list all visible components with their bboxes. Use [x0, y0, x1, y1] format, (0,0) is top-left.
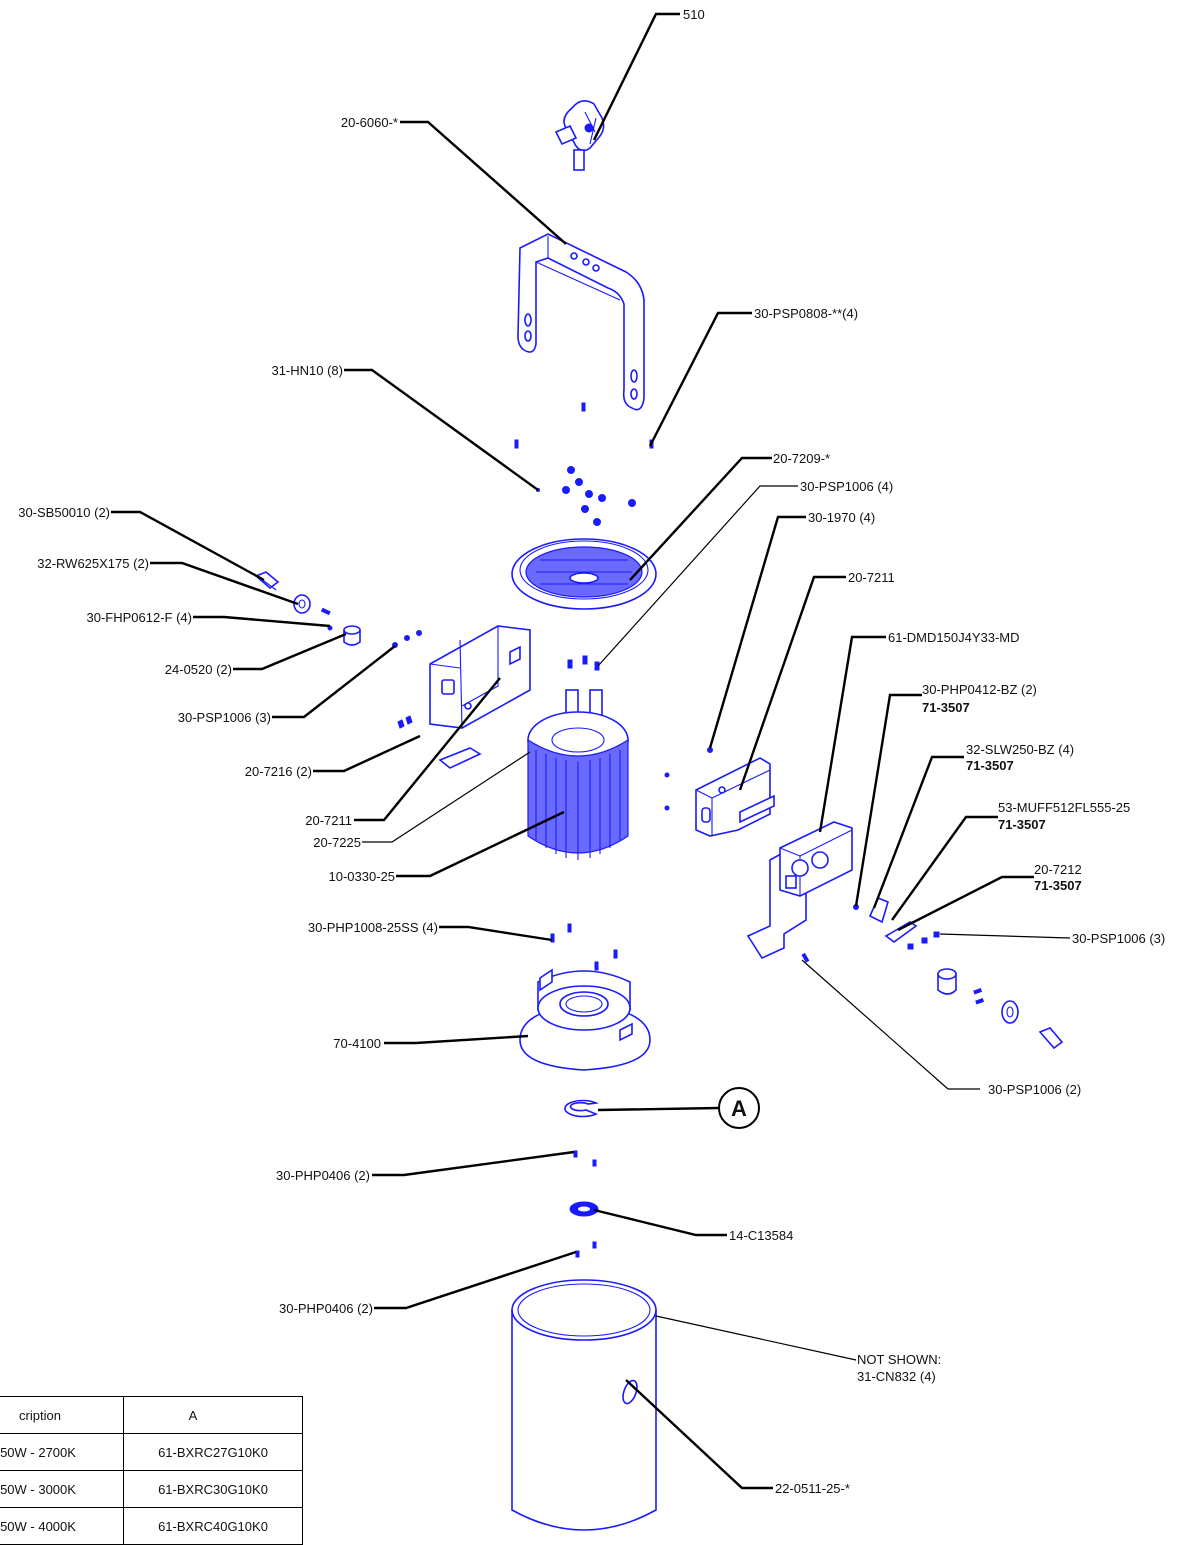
- label-20-7211-right: 20-7211: [848, 570, 895, 585]
- table-row: 50W - 3000K 61-BXRC30G10K0: [0, 1470, 303, 1508]
- label-30-php0412: 30-PHP0412-BZ (2): [922, 682, 1037, 697]
- cylinder-housing: [511, 1241, 657, 1531]
- label-10-0330: 10-0330-25: [329, 869, 396, 884]
- table-row: 50W - 4000K 61-BXRC40G10K0: [0, 1507, 303, 1545]
- left-bracket: [397, 625, 531, 769]
- driver-assembly: [746, 821, 940, 963]
- label-20-6060: 20-6060-*: [341, 115, 398, 130]
- yoke-clamp-510: [554, 100, 605, 171]
- lens-14-c13584: [569, 1150, 599, 1217]
- left-mount-hardware: [254, 571, 422, 648]
- label-61-dmd: 61-DMD150J4Y33-MD: [888, 630, 1020, 645]
- callout-a-bubble: [718, 1087, 760, 1129]
- label-30-psp1006-3-right: 30-PSP1006 (3): [1072, 931, 1165, 946]
- table-cell-part: 61-BXRC27G10K0: [123, 1433, 303, 1471]
- label-14-c13584: 14-C13584: [729, 1228, 793, 1243]
- label-31-cn832: 31-CN832 (4): [857, 1369, 936, 1384]
- label-53-muff: 53-MUFF512FL555-25: [998, 800, 1130, 815]
- label-20-7216: 20-7216 (2): [245, 764, 312, 779]
- base-housing-70-4100: [519, 923, 651, 1071]
- right-small-bracket: [664, 747, 775, 837]
- callout-a-label: A: [731, 1096, 747, 1121]
- table-cell-description: 50W - 2700K: [0, 1433, 124, 1471]
- yoke-bracket: [517, 233, 645, 411]
- label-71-3507-b: 71-3507: [966, 758, 1014, 773]
- label-70-4100: 70-4100: [333, 1036, 381, 1051]
- label-20-7211-left: 20-7211: [305, 813, 352, 828]
- table-cell-part: 61-BXRC30G10K0: [123, 1470, 303, 1508]
- label-32-slw250: 32-SLW250-BZ (4): [966, 742, 1074, 757]
- heatsink: [527, 655, 629, 860]
- part-labels: 510 20-6060-* 30-PSP0808-**(4) 31-HN10 (…: [18, 7, 1165, 1496]
- label-30-psp1006-4: 30-PSP1006 (4): [800, 479, 893, 494]
- led-option-table: cription A 50W - 2700K 61-BXRC27G10K0 50…: [0, 1396, 303, 1545]
- label-30-sb50010: 30-SB50010 (2): [18, 505, 110, 520]
- label-30-psp1006-2: 30-PSP1006 (2): [988, 1082, 1081, 1097]
- label-20-7209: 20-7209-*: [773, 451, 830, 466]
- table-header-row: cription A: [0, 1396, 303, 1434]
- label-30-psp1006-3-left: 30-PSP1006 (3): [178, 710, 271, 725]
- optic-ring-a: [564, 1099, 599, 1118]
- table-header-description: cription: [0, 1396, 124, 1434]
- label-22-0511: 22-0511-25-*: [775, 1481, 850, 1496]
- label-30-php1008: 30-PHP1008-25SS (4): [308, 920, 438, 935]
- label-20-7225: 20-7225: [313, 835, 361, 850]
- table-header-a: A: [123, 1396, 303, 1434]
- table-cell-part: 61-BXRC40G10K0: [123, 1507, 303, 1545]
- label-71-3507-d: 71-3507: [1034, 878, 1082, 893]
- right-mount-hardware: [937, 968, 1064, 1050]
- label-30-1970: 30-1970 (4): [808, 510, 875, 525]
- hardware-nuts-top: [514, 402, 654, 526]
- label-31-hn10: 31-HN10 (8): [271, 363, 343, 378]
- table-cell-description: 50W - 3000K: [0, 1470, 124, 1508]
- label-510: 510: [683, 7, 705, 22]
- label-20-7212: 20-7212: [1034, 862, 1082, 877]
- table-row: 50W - 2700K 61-BXRC27G10K0: [0, 1433, 303, 1471]
- label-30-php0406-a: 30-PHP0406 (2): [276, 1168, 370, 1183]
- label-30-psp0808: 30-PSP0808-**(4): [754, 306, 858, 321]
- label-30-fhp0612: 30-FHP0612-F (4): [87, 610, 192, 625]
- label-32-rw625: 32-RW625X175 (2): [37, 556, 149, 571]
- leader-lines: [111, 12, 1071, 1490]
- label-not-shown: NOT SHOWN:: [857, 1352, 941, 1367]
- label-71-3507-a: 71-3507: [922, 700, 970, 715]
- label-30-php0406-b: 30-PHP0406 (2): [279, 1301, 373, 1316]
- vent-plate: [511, 538, 657, 610]
- label-24-0520: 24-0520 (2): [165, 662, 232, 677]
- table-cell-description: 50W - 4000K: [0, 1507, 124, 1545]
- label-71-3507-c: 71-3507: [998, 817, 1046, 832]
